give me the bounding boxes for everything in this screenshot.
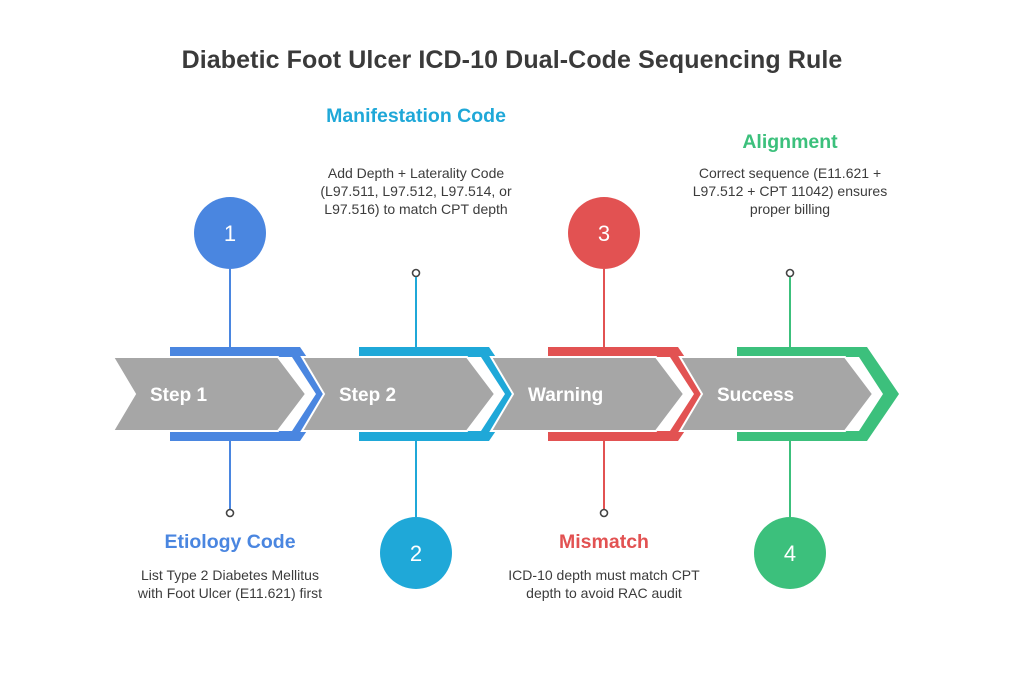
step-3-number: 3 <box>598 221 610 246</box>
step-2-arrow-label: Step 2 <box>339 385 396 406</box>
step-2-heading: Manifestation Code <box>326 105 506 127</box>
step-1-connector-dot <box>225 508 235 518</box>
step-1-number-circle <box>194 197 266 269</box>
step-2-number-circle <box>380 517 452 589</box>
step-2-number: 2 <box>410 541 422 566</box>
step-2-description: Add Depth + Laterality Code (L97.511, L9… <box>320 165 512 217</box>
step-4-number-circle <box>754 517 826 589</box>
step-4-arrow-label: Success <box>717 385 794 406</box>
step-3-arrow <box>489 356 686 432</box>
step-3-connector-dot <box>599 508 609 518</box>
step-1-arrow <box>111 356 308 432</box>
step-1-heading: Etiology Code <box>164 531 296 553</box>
step-4-arrow <box>678 356 875 432</box>
step-3-arrow-label: Warning <box>528 385 603 406</box>
step-3-description: ICD-10 depth must match CPT depth to avo… <box>508 567 700 601</box>
step-1-arrow-label: Step 1 <box>150 385 207 406</box>
step-4-connector-dot <box>785 268 795 278</box>
step-4-number: 4 <box>784 541 796 566</box>
diagram-title: Diabetic Foot Ulcer ICD-10 Dual-Code Seq… <box>181 46 843 74</box>
step-2-arrow <box>300 356 497 432</box>
step-2-connector-dot <box>411 268 421 278</box>
step-1-number: 1 <box>224 221 236 246</box>
step-3-heading: Mismatch <box>559 531 649 553</box>
step-4-description: Correct sequence (E11.621 + L97.512 + CP… <box>692 165 888 217</box>
step-3-number-circle <box>568 197 640 269</box>
step-4-heading: Alignment <box>742 131 838 153</box>
step-1-description: List Type 2 Diabetes Mellitus with Foot … <box>137 567 323 601</box>
